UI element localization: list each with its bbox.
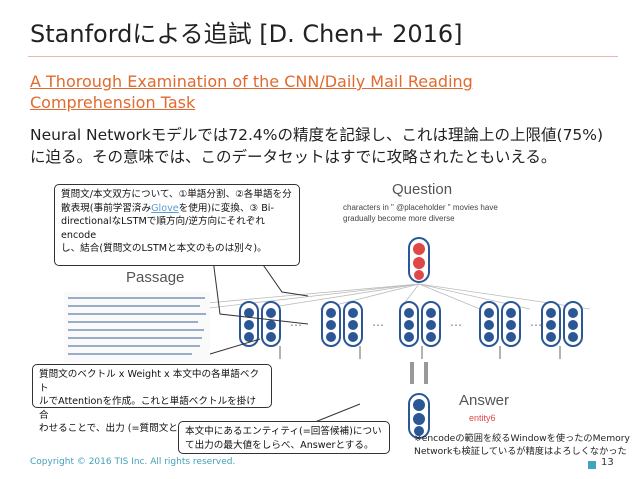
slide-title: Stanfordによる追試 [D. Chen+ 2016] xyxy=(30,20,463,48)
callout-encoding-line-2: 散表現(事前学習済みGloveを使用)に変換、③ Bi- xyxy=(61,202,293,216)
callout-attention-line-1: 質問文のベクトル x Weight x 本文中の各単語ベクト xyxy=(39,369,260,394)
passage-vector-node xyxy=(239,301,259,347)
question-text-1: characters in " @placeholder " movies ha… xyxy=(343,203,498,212)
paper-link[interactable]: A Thorough Examination of the CNN/Daily … xyxy=(30,72,473,112)
callout-answer: 本文中にあるエンティティ(=回答候補)につい て出力の最大値をしらべ、Answe… xyxy=(178,421,390,454)
callout-encoding-line-4: し、結合(質問文のLSTMと本文のものは別々)。 xyxy=(61,243,267,254)
passage-vector-node xyxy=(479,301,499,347)
callout-attention: 質問文のベクトル x Weight x 本文中の各単語ベクト ルでAttenti… xyxy=(32,364,272,434)
body-line-1: Neural Networkモデルでは72.4%の精度を記録し、これは理論上の上… xyxy=(30,126,604,144)
footnote: ※encodeの範囲を絞るWindowを使ったのMemory Networkも検… xyxy=(414,432,636,458)
body-text: Neural Networkモデルでは72.4%の精度を記録し、これは理論上の上… xyxy=(30,124,630,168)
passage-text-block xyxy=(64,292,210,362)
body-line-2: に迫る。その意味では、このデータセットはすでに攻略されたともいえる。 xyxy=(30,148,557,166)
callout-encoding: 質問文/本文双方について、①単語分割、②各単語を分 散表現(事前学習済みGlov… xyxy=(54,184,300,266)
page-number: 13 xyxy=(601,457,614,468)
callout-attention-line-2: ルでAttentionを作成。これと単語ベクトルを掛け合 xyxy=(39,396,256,421)
callout-encoding-line-1: 質問文/本文双方について、①単語分割、②各単語を分 xyxy=(61,189,292,200)
answer-label: Answer xyxy=(459,392,509,409)
passage-vector-node xyxy=(399,301,419,347)
architecture-diagram: Question characters in " @placeholder " … xyxy=(64,181,591,439)
passage-vectors: … … … … xyxy=(239,301,583,347)
passage-vector-node xyxy=(563,301,583,347)
callout-encoding-line-3: directionalなLSTMで順方向/逆方向にそれぞれencode xyxy=(61,216,265,241)
title-divider xyxy=(28,56,618,57)
input-arrows xyxy=(279,346,561,359)
passage-vector-node xyxy=(343,301,363,347)
ellipsis-dots: … xyxy=(450,315,462,329)
glove-link[interactable]: Glove xyxy=(151,202,179,214)
output-bars xyxy=(410,362,428,384)
passage-label: Passage xyxy=(126,269,184,286)
copyright-footer: Copyright © 2016 TIS Inc. All rights res… xyxy=(30,457,236,467)
passage-vector-node xyxy=(421,301,441,347)
question-vector xyxy=(408,237,430,283)
ellipsis-dots: … xyxy=(372,315,384,329)
passage-vector-node xyxy=(261,301,281,347)
callout-attention-line-3: わせることで、出力 (=質問文との関連度)を導く xyxy=(39,423,249,434)
footnote-line-2: Networkも検証しているが精度はよろしくなかった xyxy=(414,446,627,457)
question-text-2: gradually become more diverse xyxy=(343,214,455,223)
answer-vector xyxy=(408,393,430,439)
ellipsis-dots: … xyxy=(530,315,542,329)
callout-encoding-text-2a: 散表現(事前学習済み xyxy=(61,202,152,214)
callout-answer-line-2: て出力の最大値をしらべ、Answerとする。 xyxy=(185,439,374,451)
answer-entity: entity6 xyxy=(469,413,496,423)
callout-encoding-text-2b: を使用)に変換、③ Bi- xyxy=(178,202,274,214)
ellipsis-dots: … xyxy=(290,315,302,329)
question-label: Question xyxy=(392,181,452,198)
page-marker-icon xyxy=(588,461,596,469)
footnote-line-1: ※encodeの範囲を絞るWindowを使ったのMemory xyxy=(414,433,630,444)
passage-vector-node xyxy=(321,301,341,347)
passage-vector-node xyxy=(501,301,521,347)
callout-answer-line-1: 本文中にあるエンティティ(=回答候補)につい xyxy=(185,426,382,437)
passage-vector-node xyxy=(541,301,561,347)
